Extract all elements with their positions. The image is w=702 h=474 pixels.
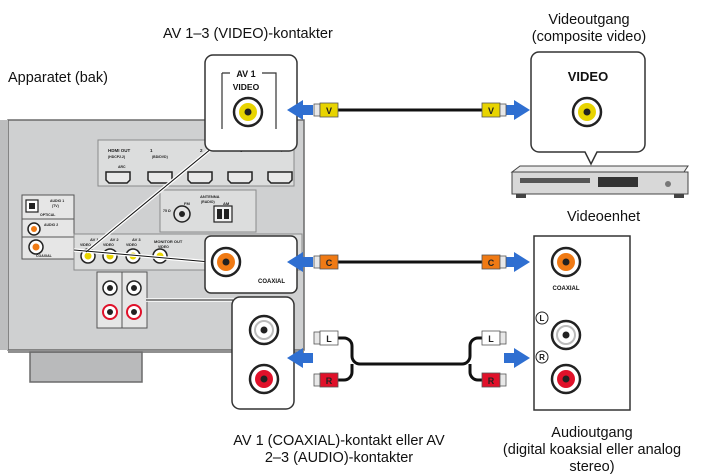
svg-text:AV 1: AV 1: [90, 237, 99, 242]
caption-video-out-sub: (composite video): [532, 29, 646, 45]
analog-audio-cable: L R L R: [287, 330, 530, 388]
svg-text:OPTICAL: OPTICAL: [40, 213, 56, 217]
plug-video-right: V: [488, 106, 494, 116]
svg-text:AV 2: AV 2: [110, 237, 119, 242]
caption-video-device: Videoenhet: [567, 209, 640, 225]
plug-right-left: R: [326, 376, 333, 386]
hdmi-out-label: HDMI OUT: [108, 148, 130, 153]
svg-text:(HDCP2.2): (HDCP2.2): [108, 155, 125, 159]
svg-text:1: 1: [150, 148, 153, 153]
arrow-video-right: [504, 100, 530, 120]
svg-text:VIDEO: VIDEO: [80, 243, 91, 247]
svg-text:ANTENNA: ANTENNA: [200, 194, 220, 199]
svg-text:AM: AM: [223, 201, 230, 206]
callout-receiver-coaxial: COAXIAL: [204, 235, 298, 294]
plug-left-right: L: [488, 334, 494, 344]
svg-text:FM: FM: [184, 201, 190, 206]
arrow-coax-left: [287, 252, 313, 272]
caption-audio-out-2: (digital koaksial eller analog: [503, 442, 681, 458]
plug-right-right: R: [488, 376, 495, 386]
receiver-foot: [29, 351, 143, 383]
svg-text:ARC: ARC: [118, 165, 126, 169]
video-output-callout: VIDEO: [530, 51, 646, 166]
svg-text:AUDIO 2: AUDIO 2: [44, 223, 58, 227]
caption-video-out: Videoutgang: [548, 12, 629, 28]
player-left-mark: L: [540, 314, 545, 323]
svg-text:2: 2: [200, 148, 203, 153]
plug-coax-right: C: [488, 258, 495, 268]
svg-text:MONITOR OUT: MONITOR OUT: [154, 239, 183, 244]
video-cable: V V: [287, 100, 530, 120]
svg-text:(BD/DVD): (BD/DVD): [152, 155, 168, 159]
svg-text:COAXIAL: COAXIAL: [36, 254, 53, 258]
svg-text:AV 3: AV 3: [132, 237, 141, 242]
caption-av-video-jacks: AV 1–3 (VIDEO)-kontakter: [163, 26, 333, 42]
callout-receiver-video: AV 1 VIDEO: [204, 54, 298, 152]
plug-left-left: L: [326, 334, 332, 344]
arrow-video-left: [287, 100, 313, 120]
arrow-analog-right: [504, 348, 530, 368]
svg-text:75 Ω: 75 Ω: [163, 209, 171, 213]
callout-receiver-analog: [231, 296, 295, 410]
av1-label: AV 1: [236, 69, 255, 79]
receiver-audio-jacks: [102, 280, 142, 320]
caption-audio-out: Audioutgang: [551, 425, 632, 441]
svg-text:VIDEO: VIDEO: [103, 243, 114, 247]
svg-text:(TV): (TV): [52, 204, 59, 208]
svg-text:AUDIO 1: AUDIO 1: [50, 199, 64, 203]
svg-text:VIDEO: VIDEO: [126, 243, 137, 247]
caption-audio-out-3: stereo): [569, 459, 614, 474]
coaxial-label: COAXIAL: [258, 279, 285, 285]
player-video-label: VIDEO: [568, 69, 608, 84]
player-right-mark: R: [539, 353, 545, 362]
caption-device-back: Apparatet (bak): [8, 70, 108, 86]
arrow-analog-left: [287, 348, 313, 368]
plug-coax-left: C: [326, 258, 333, 268]
player-coaxial-label: COAXIAL: [553, 286, 580, 292]
caption-audio-jacks-2: 2–3 (AUDIO)-kontakter: [265, 450, 413, 466]
arrow-coax-right: [504, 252, 530, 272]
receiver-back-panel: HDMI OUT (HDCP2.2) ARC 1 (BD/DVD) 2 3 4 …: [0, 119, 305, 383]
caption-audio-jacks: AV 1 (COAXIAL)-kontakt eller AV: [233, 433, 445, 449]
video-label: VIDEO: [233, 82, 260, 92]
audio-output-panel: COAXIAL L R: [533, 235, 631, 411]
svg-text:VIDEO: VIDEO: [158, 245, 169, 249]
coaxial-cable: C C: [287, 252, 530, 272]
video-device-player: [510, 165, 689, 198]
plug-video-left: V: [326, 106, 332, 116]
svg-text:(RADIO): (RADIO): [201, 200, 215, 204]
